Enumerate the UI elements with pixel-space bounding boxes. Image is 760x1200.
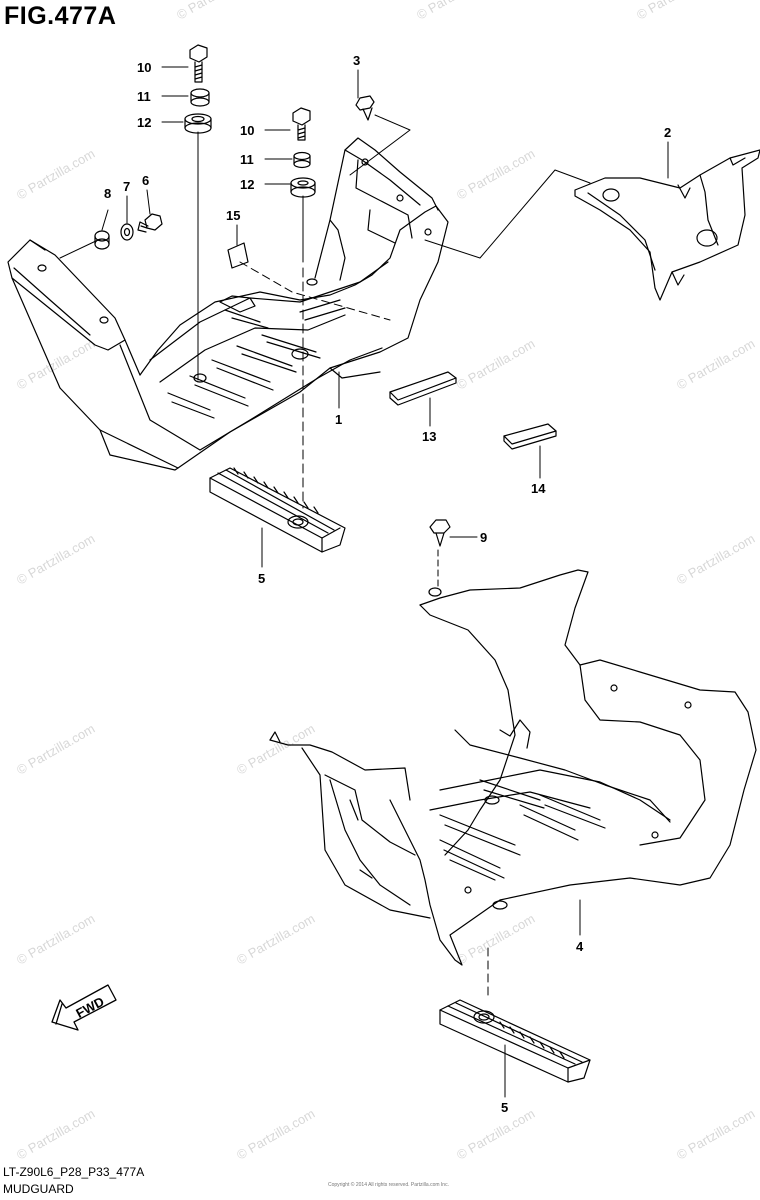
watermark: © Partzilla.com: [234, 911, 317, 968]
watermark: © Partzilla.com: [454, 146, 537, 203]
watermark: © Partzilla.com: [634, 0, 717, 23]
pad-14-icon: [503, 423, 557, 450]
callout-5: 5: [501, 1100, 508, 1115]
part-2-bracket: [574, 149, 760, 301]
part-5-footrest-upper: [209, 467, 346, 553]
watermark: © Partzilla.com: [454, 1106, 537, 1163]
callout-7: 7: [123, 179, 130, 194]
watermark: © Partzilla.com: [14, 336, 97, 393]
callout-9: 9: [480, 530, 487, 545]
diagram-code: LT-Z90L6_P28_P33_477A: [3, 1165, 145, 1179]
washer-icon: [120, 223, 134, 241]
callout-5: 5: [258, 571, 265, 586]
bolt-icon: [137, 213, 163, 233]
callout-11: 11: [240, 152, 254, 167]
callout-6: 6: [142, 173, 149, 188]
bolt-icon: [189, 44, 208, 83]
callout-12: 12: [240, 177, 254, 192]
watermark: © Partzilla.com: [14, 721, 97, 778]
callout-8: 8: [104, 186, 111, 201]
watermark: © Partzilla.com: [14, 911, 97, 968]
collar-icon: [94, 230, 110, 250]
callout-1: 1: [335, 412, 342, 427]
fwd-arrow-icon: [51, 984, 117, 1031]
pad-13-icon: [389, 371, 457, 406]
part-4-mudguard: [269, 569, 757, 966]
figure-title: FIG.477A: [4, 2, 117, 30]
callout-11: 11: [137, 89, 151, 104]
clip-icon: [355, 95, 375, 121]
watermark-layer: © Partzilla.com © Partzilla.com © Partzi…: [14, 0, 757, 1163]
callout-12: 12: [137, 115, 151, 130]
fwd-label: FWD: [73, 994, 106, 1021]
screw-icon: [429, 519, 451, 547]
bolt-icon: [292, 107, 311, 141]
callout-4: 4: [576, 939, 584, 954]
part-5-footrest-lower: [439, 999, 591, 1083]
diagram-name: MUDGUARD: [3, 1182, 74, 1196]
watermark: © Partzilla.com: [14, 1106, 97, 1163]
watermark: © Partzilla.com: [674, 531, 757, 588]
copyright-fine-print: Copyright © 2014 All rights reserved. Pa…: [328, 1182, 449, 1188]
watermark: © Partzilla.com: [414, 0, 497, 23]
grommet-icon: [290, 177, 316, 198]
callout-labels: 10 11 12 3 10 11 12 2 8 7 6 15 1 13 14 5…: [104, 53, 671, 1115]
watermark: © Partzilla.com: [674, 1106, 757, 1163]
watermark: © Partzilla.com: [14, 531, 97, 588]
callout-13: 13: [422, 429, 436, 444]
grommet-icon: [184, 113, 212, 134]
callout-3: 3: [353, 53, 360, 68]
watermark: © Partzilla.com: [174, 0, 257, 23]
watermark: © Partzilla.com: [234, 721, 317, 778]
watermark: © Partzilla.com: [674, 336, 757, 393]
watermark: © Partzilla.com: [14, 146, 97, 203]
spacer-icon: [190, 88, 210, 107]
callout-14: 14: [531, 481, 546, 496]
leader-lines: [59, 66, 669, 1098]
callout-10: 10: [137, 60, 151, 75]
spacer-icon: [293, 151, 311, 169]
watermark: © Partzilla.com: [454, 911, 537, 968]
callout-2: 2: [664, 125, 671, 140]
part-1-mudguard: [7, 137, 449, 471]
watermark: © Partzilla.com: [234, 1106, 317, 1163]
callout-10: 10: [240, 123, 254, 138]
watermark: © Partzilla.com: [454, 336, 537, 393]
callout-15: 15: [226, 208, 240, 223]
pad-15-icon: [227, 242, 249, 269]
